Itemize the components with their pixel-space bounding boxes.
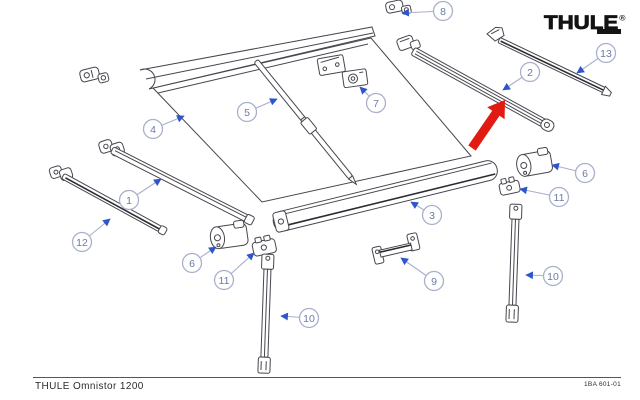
tension-pole	[497, 37, 612, 97]
thule-logo: THULE®	[544, 12, 626, 35]
support-leg-right	[505, 203, 523, 323]
callout-label-13: 13	[600, 48, 612, 60]
footer-model-title: THULE Omnistor 1200	[35, 381, 144, 392]
callout-circle-10-left	[298, 307, 320, 329]
gearbox-left	[209, 219, 249, 250]
spring-arm	[110, 146, 255, 226]
gearbox-right	[516, 146, 553, 177]
tension-pole-hook	[486, 26, 505, 42]
callout-circle-1	[118, 189, 140, 211]
callout-circle-6-left	[181, 252, 203, 274]
callout-label-1: 1	[126, 195, 132, 207]
thule-logo-text: THULE	[544, 12, 619, 34]
callouts: 8 13 2 7 5 4 1 12 6 11 10 3 9 6 11 10	[71, 0, 617, 329]
bracket-11-left	[251, 234, 277, 257]
callout-label-8: 8	[440, 6, 446, 18]
thule-logo-sub-box	[597, 29, 621, 34]
bracket-7	[316, 54, 369, 89]
callout-circle-11-left	[213, 269, 235, 291]
torsion-arm-bracket	[396, 34, 421, 51]
callout-circle-3	[421, 204, 443, 226]
torsion-arm	[411, 47, 555, 132]
callout-label-10-left: 10	[303, 313, 315, 325]
outer-arm	[61, 173, 168, 236]
callout-circle-5	[236, 101, 258, 123]
callout-circle-9	[423, 270, 445, 292]
callout-label-6-left: 6	[189, 258, 195, 270]
callout-circle-8	[432, 0, 454, 22]
footer-doc-number: 1BA 601-01	[584, 381, 621, 388]
callout-label-7: 7	[373, 98, 379, 110]
callout-label-9: 9	[431, 276, 437, 288]
clamp-8	[385, 0, 412, 15]
highlight-arrow-red	[468, 100, 505, 151]
callout-circle-12	[71, 231, 93, 253]
clamp-top-left	[79, 66, 110, 84]
support-leg-left	[257, 253, 275, 374]
footer-divider	[33, 377, 621, 378]
rafter-arm	[254, 59, 358, 186]
callout-label-5: 5	[244, 107, 250, 119]
callout-label-11-left: 11	[219, 275, 230, 287]
callout-circle-10-right	[542, 265, 564, 287]
callout-circle-7	[365, 92, 387, 114]
callout-label-4: 4	[150, 124, 156, 136]
roller-tube	[272, 160, 498, 233]
callout-circle-13	[595, 42, 617, 64]
callout-circle-6-right	[574, 162, 596, 184]
callout-label-3: 3	[429, 210, 435, 222]
lead-rail	[139, 26, 376, 90]
callout-circle-11-right	[548, 186, 570, 208]
registered-mark: ®	[619, 13, 626, 23]
callout-label-6-right: 6	[582, 168, 588, 180]
callout-circle-4	[142, 118, 164, 140]
callout-label-2: 2	[527, 67, 533, 79]
bracket-9	[371, 232, 421, 265]
callout-circle-2	[519, 61, 541, 83]
callout-label-11-right: 11	[554, 192, 565, 204]
bracket-11-right	[498, 176, 521, 196]
callout-label-10-right: 10	[547, 271, 559, 283]
callout-label-12: 12	[76, 237, 88, 249]
